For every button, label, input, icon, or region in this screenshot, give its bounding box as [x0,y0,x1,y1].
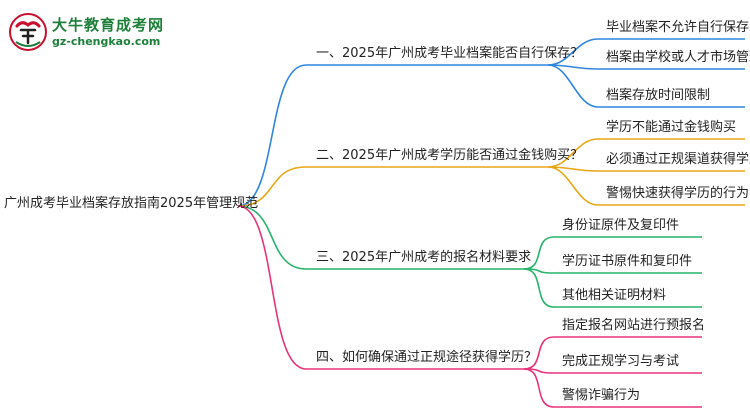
branch-3-leaf-1: 身份证原件及复印件 [562,218,680,233]
branch-3-leaf-1-link [523,236,702,270]
branch-3-leaf-3: 其他相关证明材料 [562,288,667,303]
branch-2-link [237,166,548,207]
root-node: 广州成考毕业档案存放指南2025年管理规范 [4,196,259,211]
branch-1-leaf-2: 档案由学校或人才市场管理 [606,50,750,65]
branch-1-leaf-1-link [547,38,745,66]
branch-3-label: 三、2025年广州成考的报名材料要求 [316,250,532,265]
branch-1-link [237,64,548,207]
branch-1-leaf-1: 毕业档案不允许自行保存 [606,20,750,35]
logo-title: 大牛教育成考网 [52,16,165,34]
branch-3-link [237,205,524,270]
branch-2-leaf-1-link [547,138,745,168]
branch-1-leaf-3-link [547,64,745,108]
branch-2-leaf-2-link [547,166,745,172]
branch-1-label: 一、2025年广州成考毕业档案能否自行保存？ [316,46,584,61]
branch-3-leaf-3-link [523,268,702,308]
branch-1-leaf-3: 档案存放时间限制 [606,88,711,103]
branch-2-leaf-3-link [547,166,745,206]
branch-3-leaf-2-link [523,268,702,274]
logo-url: gz-chengkao.com [52,35,161,48]
branch-4-leaf-2: 完成正规学习与考试 [562,354,680,369]
branch-4-leaf-2-link [523,368,702,374]
branch-4-link [237,205,524,370]
branch-4-leaf-3: 警惕诈骗行为 [562,388,641,403]
branch-2-leaf-2: 必须通过正规渠道获得学历 [606,152,750,167]
branch-4-leaf-1: 指定报名网站进行预报名 [562,318,706,333]
branch-4-leaf-1-link [523,336,702,370]
branch-2-leaf-1: 学历不能通过金钱购买 [606,120,737,135]
branch-4-leaf-3-link [523,368,702,408]
site-logo[interactable]: 大牛教育成考网 gz-chengkao.com [8,10,168,54]
branch-1-leaf-2-link [547,64,745,70]
branch-4-label: 四、如何确保通过正规途径获得学历？ [316,350,538,365]
branch-2-label: 二、2025年广州成考学历能否通过金钱购买？ [316,148,584,163]
branch-3-leaf-2: 学历证书原件和复印件 [562,254,693,269]
bull-logo-icon [9,13,47,51]
branch-2-leaf-3: 警惕快速获得学历的行为 [606,186,750,201]
